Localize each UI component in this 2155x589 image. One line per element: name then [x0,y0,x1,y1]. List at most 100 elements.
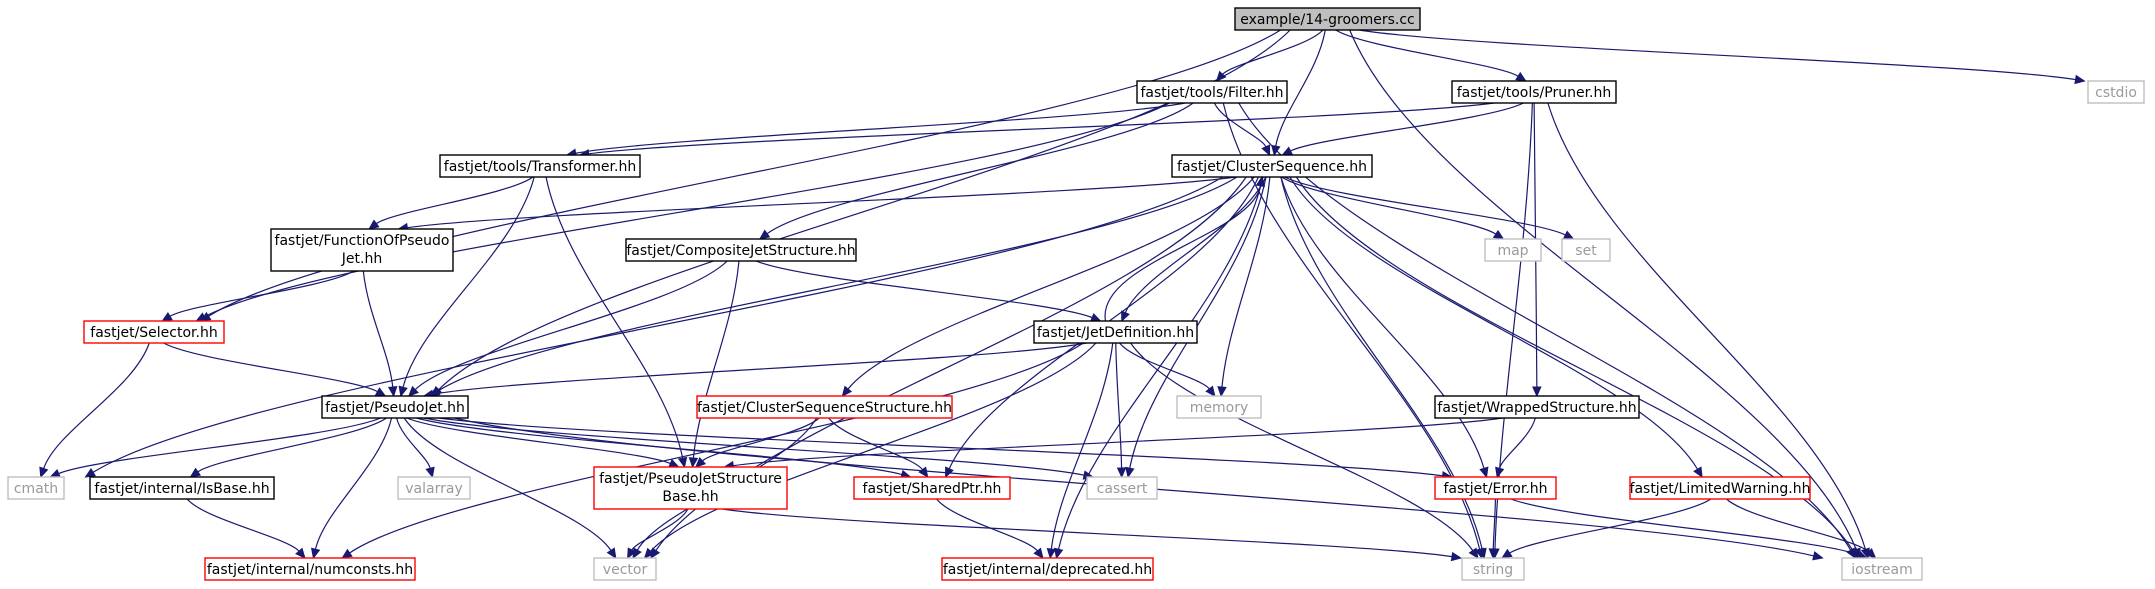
node-vector[interactable]: vector [593,557,657,581]
edge-n11-to-n24 [341,342,1084,559]
svg-text:cassert: cassert [1097,481,1148,497]
edge-arrowhead [49,468,61,478]
edge-line [375,176,534,225]
edge-line [588,102,1495,155]
node-cmath[interactable]: cmath [7,476,65,500]
node-string[interactable]: string [1461,557,1525,581]
svg-text:fastjet/internal/numconsts.hh: fastjet/internal/numconsts.hh [207,562,413,578]
node-deprecated-hh[interactable]: fastjet/internal/deprecated.hh [941,557,1154,581]
edge-n5-to-n22 [1280,176,1489,479]
edge-arrowhead [1205,385,1216,397]
node-wrappedstructure-hh[interactable]: fastjet/WrappedStructure.hh [1434,395,1640,419]
edge-n1-to-n4 [565,102,1186,158]
node-limitedwarning-hh[interactable]: fastjet/LimitedWarning.hh [1629,476,1811,500]
edge-line [1284,176,1566,236]
edge-line [1510,498,1859,556]
edge-n15-to-n22 [1495,417,1536,479]
edge-line [197,417,387,473]
edge-n5-to-n23 [1289,176,1703,479]
edge-line [1290,102,1524,152]
edge-n4-to-n6 [368,176,534,230]
node-compositejetstructure-hh[interactable]: fastjet/CompositeJetStructure.hh [625,238,857,262]
node-example-14-groomers-cc[interactable]: example/14-groomers.cc [1234,7,1421,31]
edge-arrowhead [1281,146,1294,156]
svg-text:fastjet/tools/Filter.hh: fastjet/tools/Filter.hh [1140,85,1283,101]
edge-arrowhead [161,311,173,322]
node-transformer-hh[interactable]: fastjet/tools/Transformer.hh [439,154,641,178]
node-isbase-hh[interactable]: fastjet/internal/IsBase.hh [89,476,275,500]
edge-n1-to-n5 [1213,102,1271,157]
edge-line [204,102,1170,318]
edge-n12-to-n19 [406,417,680,468]
edge-line [314,417,393,550]
svg-text:fastjet/ClusterSequenceStructu: fastjet/ClusterSequenceStructure.hh [697,400,952,416]
node-set[interactable]: set [1561,238,1611,262]
edge-arrowhead [1261,144,1271,157]
edge-line [362,270,394,388]
node-iostream[interactable]: iostream [1841,557,1923,581]
node-error-hh[interactable]: fastjet/Error.hh [1434,476,1557,500]
node-map[interactable]: map [1484,238,1542,262]
edge-n22-to-n27 [1488,498,1499,560]
svg-text:fastjet/LimitedWarning.hh: fastjet/LimitedWarning.hh [1630,481,1811,497]
edge-arrowhead [1492,229,1505,240]
edge-line [1726,498,1870,553]
edge-arrowhead [368,219,380,230]
edge-n12-to-n24 [310,417,393,560]
edge-arrowhead [374,387,387,397]
edge-line [1358,29,2076,81]
node-valarray[interactable]: valarray [397,476,471,500]
svg-text:fastjet/internal/IsBase.hh: fastjet/internal/IsBase.hh [94,481,269,497]
edge-n0-to-n1 [1215,29,1324,82]
svg-text:fastjet/WrappedStructure.hh: fastjet/WrappedStructure.hh [1437,400,1636,416]
svg-text:vector: vector [603,562,648,578]
edge-n13-to-n19 [694,417,820,468]
edge-arrowhead [1477,547,1487,560]
node-filter-hh[interactable]: fastjet/tools/Filter.hh [1136,80,1288,104]
edge-arrowhead [341,548,353,559]
edge-line [1050,342,1114,550]
edge-arrowhead [1125,466,1135,479]
edge-arrowhead [1532,386,1542,398]
svg-text:fastjet/PseudoJetStructure: fastjet/PseudoJetStructure [599,471,782,487]
node-cstdio[interactable]: cstdio [2087,80,2145,104]
edge-line [631,508,689,551]
svg-text:fastjet/CompositeJetStructure.: fastjet/CompositeJetStructure.hh [626,243,855,259]
edge-line [733,417,1504,467]
node-pseudojet-hh[interactable]: fastjet/PseudoJet.hh [321,395,469,419]
node-jetdefinition-hh[interactable]: fastjet/JetDefinition.hh [1033,320,1198,344]
edge-arrowhead [84,467,97,478]
node-pruner-hh[interactable]: fastjet/tools/Pruner.hh [1451,80,1617,104]
node-sharedptr-hh[interactable]: fastjet/SharedPtr.hh [853,476,1011,500]
edge-line [1222,29,1324,75]
edge-arrowhead [398,385,408,398]
svg-text:fastjet/PseudoJet.hh: fastjet/PseudoJet.hh [325,400,465,416]
node-clustersequencestructure-hh[interactable]: fastjet/ClusterSequenceStructure.hh [696,395,953,419]
edge-arrowhead [295,547,306,559]
edge-line [395,417,431,469]
edge-arrowhead [694,457,707,468]
svg-text:string: string [1473,562,1513,578]
edge-arrowhead [643,547,655,559]
edge-line [1280,176,1485,469]
edge-n6-to-n12 [362,270,398,398]
edge-arrowhead [407,385,419,397]
svg-text:set: set [1575,243,1597,259]
svg-text:valarray: valarray [405,481,462,497]
svg-text:fastjet/SharedPtr.hh: fastjet/SharedPtr.hh [863,481,1002,497]
node-numconsts-hh[interactable]: fastjet/internal/numconsts.hh [204,557,416,581]
edge-line [186,498,300,552]
edge-n19-to-n27 [722,508,1463,562]
edge-arrowhead [39,466,49,479]
edge-arrowhead [668,458,680,468]
node-selector-hh[interactable]: fastjet/Selector.hh [83,320,225,344]
node-memory[interactable]: memory [1176,395,1262,419]
svg-text:map: map [1497,243,1528,259]
node-cassert[interactable]: cassert [1086,476,1158,500]
edge-n7-to-n12 [407,260,728,397]
node-clustersequence-hh[interactable]: fastjet/ClusterSequence.hh [1171,154,1373,178]
edge-line [58,417,381,475]
